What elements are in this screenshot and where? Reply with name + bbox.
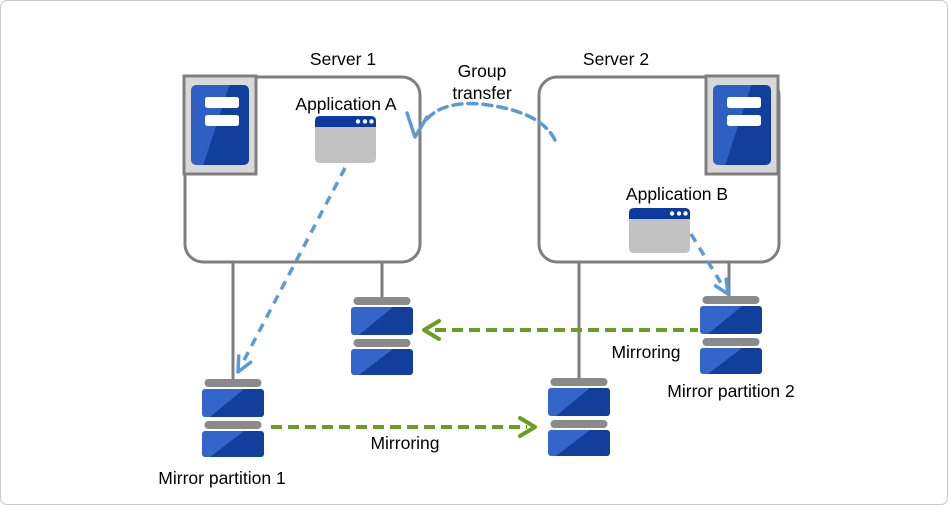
mirroring-arrow-lower — [271, 416, 537, 438]
app-a-arrowhead-icon — [236, 354, 253, 374]
mirror-partition1-disk-icon — [202, 379, 264, 457]
application-b-label: Application B — [626, 184, 728, 204]
server1-standby-disk-icon — [351, 297, 413, 375]
group-transfer-label-line1: Group — [458, 61, 507, 81]
application-b-window-icon — [629, 208, 690, 253]
mirroring-upper-label: Mirroring — [611, 342, 680, 362]
mirror-partition2-disk-icon — [700, 296, 762, 374]
group-transfer-arrowhead-icon — [405, 111, 429, 139]
mirroring-arrow-upper — [422, 319, 698, 341]
application-a-window-icon — [315, 116, 376, 163]
server2-standby-disk-icon — [548, 378, 610, 456]
application-a-label: Application A — [295, 94, 397, 114]
mirror-partition1-label: Mirror partition 1 — [158, 468, 285, 488]
group-transfer-label-line2: transfer — [452, 83, 511, 103]
mirroring-lower-label: Mirroring — [370, 433, 439, 453]
server1-label: Server 1 — [310, 49, 376, 69]
mirroring-upper-arrowhead-icon — [422, 319, 441, 341]
group-transfer-arrow — [405, 101, 557, 142]
app-a-to-partition1-arrow — [236, 167, 347, 374]
server2-label: Server 2 — [583, 49, 649, 69]
server1-tower-icon — [182, 74, 258, 176]
app-b-to-partition2-arrow — [689, 233, 730, 296]
server2-tower-icon — [704, 74, 780, 176]
mirror-partition2-label: Mirror partition 2 — [667, 381, 794, 401]
app-b-arrowhead-icon — [713, 277, 730, 296]
mirroring-lower-arrowhead-icon — [518, 416, 537, 438]
